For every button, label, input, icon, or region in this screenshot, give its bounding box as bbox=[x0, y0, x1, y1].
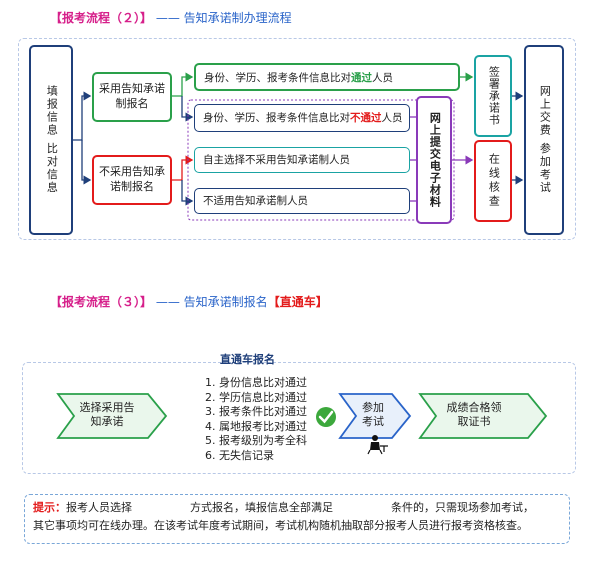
check-icon bbox=[316, 407, 336, 427]
chevron-choose-commitment-label: 选择采用告知承诺 bbox=[79, 401, 135, 429]
section2-background bbox=[18, 38, 576, 240]
section3-subtitle: 告知承诺制报名 bbox=[183, 295, 268, 309]
row-self-opt-out: 自主选择不采用告知承诺制人员 bbox=[194, 147, 410, 173]
fail-emphasis: 不通过 bbox=[350, 112, 382, 124]
direct-track-title: 直通车报名 bbox=[220, 353, 275, 366]
pay-and-take-exam-box: 网上交费 参加考试 bbox=[524, 45, 564, 235]
not-adopt-commitment-box: 不采用告知承诺制报名 bbox=[92, 155, 172, 205]
section3-flow bbox=[56, 393, 548, 455]
condition-item: 3. 报考条件比对通过 bbox=[205, 405, 307, 418]
tip-box: 提示：报考人员选择方式报名，填报信息全部满足条件的，只需现场参加考试， 其它事项… bbox=[24, 494, 570, 544]
condition-item: 5. 报考级别为考全科 bbox=[205, 434, 307, 447]
direct-track-conditions: 1. 身份信息比对通过 2. 学历信息比对通过 3. 报考条件比对通过 4. 属… bbox=[205, 376, 307, 463]
section3-separator: —— bbox=[155, 295, 180, 309]
section3-subtitle-emphasis: 【直通车】 bbox=[267, 295, 328, 309]
section3-header: 【报考流程（３）】 —— 告知承诺制报名【直通车】 bbox=[50, 293, 328, 310]
section2-separator: —— bbox=[155, 11, 180, 25]
row-verify-fail: 身份、学历、报考条件信息比对不通过人员 bbox=[194, 104, 410, 132]
section2-connectors bbox=[72, 72, 524, 221]
tip-line-1: 提示：报考人员选择方式报名，填报信息全部满足条件的，只需现场参加考试， bbox=[33, 501, 534, 514]
online-review-box: 在线核查 bbox=[474, 140, 512, 222]
condition-item: 6. 无失信记录 bbox=[205, 448, 274, 462]
condition-item: 1. 身份信息比对通过 bbox=[205, 376, 307, 389]
section3-bracket: 【报考流程（３）】 bbox=[50, 295, 153, 309]
pass-emphasis: 通过 bbox=[351, 72, 372, 84]
section2-bracket: 【报考流程（２）】 bbox=[50, 11, 153, 25]
submit-materials-box: 网上提交电子材料 bbox=[416, 96, 452, 224]
tip-line-2: 其它事项均可在线办理。在该考试年度考试期间，考试机构随机抽取部分报考人员进行报考… bbox=[33, 519, 528, 532]
row-verify-pass: 身份、学历、报考条件信息比对通过人员 bbox=[194, 63, 460, 91]
section3-background bbox=[22, 362, 576, 474]
test-taker-icon bbox=[367, 435, 388, 455]
chevron-choose-commitment bbox=[56, 393, 168, 439]
condition-item: 4. 属地报考比对通过 bbox=[205, 419, 307, 433]
chevron-get-certificate bbox=[418, 393, 548, 439]
tip-label: 提示： bbox=[33, 501, 66, 514]
chevron-take-exam-label: 参加考试 bbox=[362, 401, 384, 429]
fill-compare-info-box: 填报信息 比对信息 bbox=[29, 45, 73, 235]
section2-header: 【报考流程（２）】 —— 告知承诺制办理流程 bbox=[50, 9, 292, 26]
sign-commitment-box: 签署承诺书 bbox=[474, 55, 512, 137]
section2-subtitle: 告知承诺制办理流程 bbox=[183, 11, 292, 25]
row-not-applicable: 不适用告知承诺制人员 bbox=[194, 188, 410, 214]
condition-item: 2. 学历信息比对通过 bbox=[205, 390, 307, 404]
chevron-take-exam bbox=[338, 393, 412, 439]
adopt-commitment-box: 采用告知承诺制报名 bbox=[92, 72, 172, 122]
chevron-get-certificate-label: 成绩合格领取证书 bbox=[446, 401, 502, 429]
